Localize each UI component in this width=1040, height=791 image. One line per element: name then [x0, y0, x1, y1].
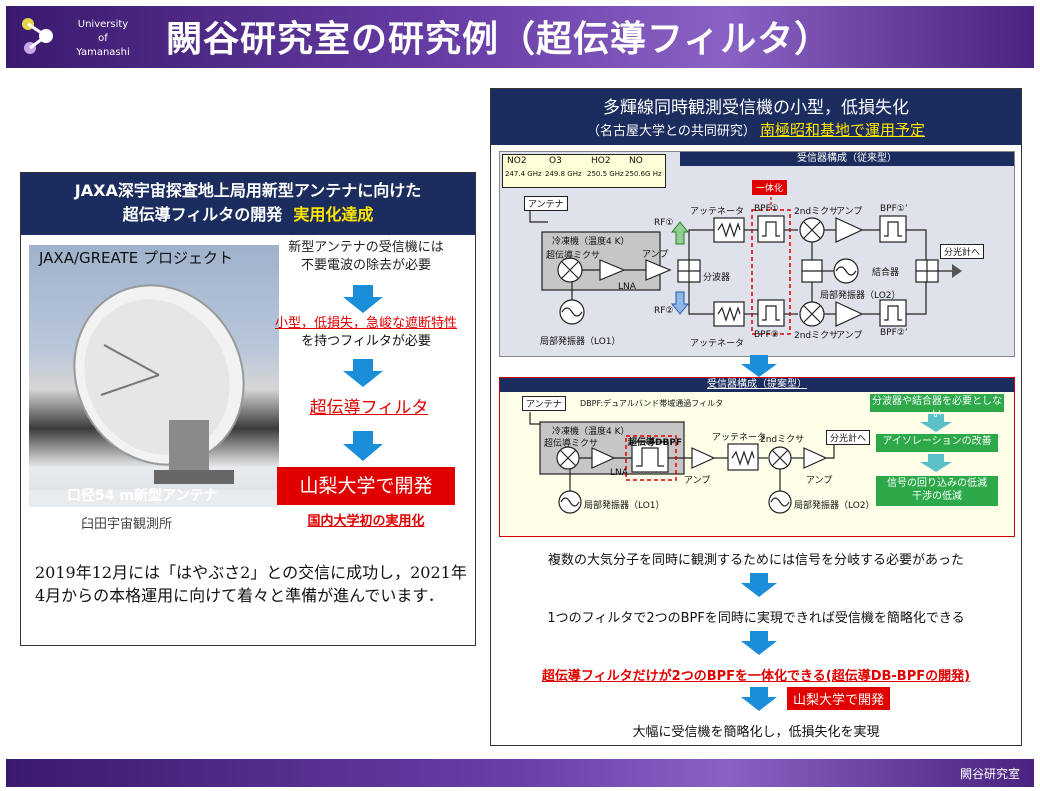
benefit-interference: 信号の回り込みの低減 干渉の低減 — [876, 476, 998, 506]
bpf1-label: BPF① — [754, 204, 779, 214]
lo1-label: 局部発振器（LO1） — [584, 501, 665, 511]
dbpf-note: DBPF:デュアルバンド帯域通過フィルタ — [580, 399, 724, 408]
flow-step-2: 1つのフィルタで2つのBPFを同時に実現できれば受信機を簡略化できる — [547, 611, 965, 626]
down-arrow-icon — [741, 573, 777, 597]
table-cell: 247.4 GHz — [505, 170, 542, 178]
rf2-label: RF② — [654, 306, 674, 316]
amp-label: アンプ — [642, 250, 669, 260]
flow-step-3: 超伝導フィルタだけが2つのBPFを一体化できる(超伝導DB-BPFの開発) — [541, 669, 971, 684]
bpf2-label: BPF② — [754, 330, 779, 340]
developed-badge: 山梨大学で開発 — [787, 687, 891, 710]
rf1-label: RF① — [654, 218, 674, 228]
attenuator-label: アッテネータ — [712, 433, 767, 443]
sis-mixer-label: 超伝導ミクサ — [546, 251, 601, 261]
cryostat-label: 冷凍機（温度4 K） — [552, 237, 630, 247]
integrate-badge: 一体化 — [752, 180, 788, 195]
developed-badge: 山梨大学で開発 — [277, 467, 455, 505]
table-header: HO2 — [591, 156, 611, 166]
lo1-label: 局部発振器（LO1） — [540, 337, 621, 347]
attenuator-label: アッテネータ — [690, 207, 745, 217]
antenna-photo: JAXA/GREATE プロジェクト 口径54 m新型アンテナ — [29, 245, 279, 507]
heading-line-2: 超伝導フィルタの開発 — [122, 205, 283, 224]
header-bar: University of Yamanashi 闕谷研究室の研究例（超伝導フィル… — [6, 6, 1034, 68]
mixer2-label: 2ndミクサ — [794, 207, 839, 217]
table-header: NO — [629, 156, 643, 166]
mixer2-label: 2ndミクサ — [794, 331, 839, 341]
heading-highlight: 実用化達成 — [293, 205, 374, 224]
sis-mixer-label: 超伝導ミクサ — [544, 439, 599, 449]
status-text: 2019年12月には「はやぶさ2」との交信に成功し，2021年4月からの本格運用… — [35, 563, 467, 605]
table-header: O3 — [549, 156, 562, 166]
heading-line-1: JAXA深宇宙探査地上局用新型アンテナに向けた — [74, 181, 422, 200]
bpf1p-label: BPF①’ — [880, 204, 908, 214]
antenna-illustration — [29, 284, 279, 507]
left-panel-heading: JAXA深宇宙探査地上局用新型アンテナに向けた 超伝導フィルタの開発 実用化達成 — [21, 173, 475, 235]
down-arrow-icon — [741, 631, 777, 655]
attenuator-label: アッテネータ — [690, 339, 745, 349]
antenna-label: アンテナ — [524, 196, 568, 211]
lo2-label: 局部発振器（LO2） — [820, 291, 901, 301]
conventional-title: 受信器構成（従来型） — [680, 152, 1014, 166]
molecule-table: NO2 O3 HO2 NO 247.4 GHz 249.8 GHz 250.5 … — [502, 154, 666, 188]
right-panel: 多輝線同時観測受信機の小型，低損失化 （名古屋大学との共同研究） 南極昭和基地で… — [490, 88, 1022, 746]
lna-label: LNA — [610, 468, 628, 478]
antenna-label: アンテナ — [522, 396, 566, 411]
photo-caption: 口径54 m新型アンテナ — [67, 488, 218, 504]
right-panel-heading: 多輝線同時観測受信機の小型，低損失化 （名古屋大学との共同研究） 南極昭和基地で… — [491, 89, 1021, 145]
down-arrow-icon — [741, 355, 777, 377]
proposed-block-diagram — [529, 412, 952, 514]
amp-label: アンプ — [806, 476, 833, 486]
bpf2p-label: BPF②’ — [880, 328, 908, 338]
down-arrow-icon — [343, 359, 383, 387]
left-panel: JAXA深宇宙探査地上局用新型アンテナに向けた 超伝導フィルタの開発 実用化達成… — [20, 172, 476, 646]
conventional-receiver-diagram: 受信器構成（従来型） NO2 O3 HO2 NO 247.4 GHz 249.8… — [499, 151, 1015, 357]
observatory-label: 臼田宇宙観測所 — [81, 517, 173, 532]
flow-step-1: 複数の大気分子を同時に観測するためには信号を分岐する必要があった — [547, 553, 964, 568]
splitter-label: 分波器 — [703, 273, 731, 283]
proposed-title: 受信器構成（提案型） — [500, 378, 1014, 392]
photo-project-label: JAXA/GREATE プロジェクト — [39, 249, 234, 267]
amp-label: アンプ — [836, 331, 863, 341]
right-heading-title: 多輝線同時観測受信機の小型，低損失化 — [603, 98, 909, 118]
joint-research-label: （名古屋大学との共同研究） — [586, 124, 756, 139]
footer-lab-name: 闕谷研究室 — [959, 767, 1020, 781]
need-statement: 新型アンテナの受信機には 不要電波の除去が必要 — [288, 240, 444, 273]
footer-bar: 闕谷研究室 — [6, 759, 1034, 787]
amp-label: アンプ — [684, 476, 711, 486]
amp-label: アンプ — [836, 207, 863, 217]
table-cell: 249.8 GHz — [545, 170, 582, 178]
down-arrow-icon — [343, 285, 383, 313]
sc-filter-label: 超伝導フィルタ — [309, 398, 429, 418]
mixer2-label: 2ndミクサ — [760, 435, 805, 445]
benefit-isolation: アイソレーションの改善 — [876, 434, 998, 452]
flow-step-4: 大幅に受信機を簡略化し，低損失化を実現 — [632, 725, 880, 740]
to-spectrometer-label: 分光計へ — [940, 244, 985, 259]
down-arrow-icon — [343, 431, 383, 461]
table-cell: 250.6G Hz — [625, 170, 662, 178]
table-header: NO2 — [507, 156, 527, 166]
cryostat-label: 冷凍機（温度4 K） — [552, 427, 630, 437]
operation-plan-label: 南極昭和基地で運用予定 — [760, 121, 926, 139]
benefit-no-splitter: 分波器や結合器を必要としない — [870, 394, 1004, 420]
table-cell: 250.5 GHz — [587, 170, 624, 178]
university-logo — [18, 14, 58, 60]
university-name: University of Yamanashi — [76, 19, 130, 58]
sc-dbpf-label: 超伝導DBPF — [628, 438, 683, 448]
page-title: 闕谷研究室の研究例（超伝導フィルタ） — [166, 18, 832, 60]
down-arrow-icon — [741, 687, 777, 711]
lo2-label: 局部発振器（LO2） — [794, 501, 875, 511]
lna-label: LNA — [618, 282, 636, 292]
conventional-block-diagram — [529, 192, 962, 335]
proposed-receiver-diagram: 受信器構成（提案型） — [499, 377, 1015, 537]
first-use-label: 国内大学初の実用化 — [307, 514, 425, 529]
filter-requirement: 小型，低損失，急峻な遮断特性 を持つフィルタが必要 — [274, 316, 457, 349]
combiner-label: 結合器 — [872, 268, 900, 278]
to-spectrometer-label: 分光計へ — [826, 430, 871, 445]
